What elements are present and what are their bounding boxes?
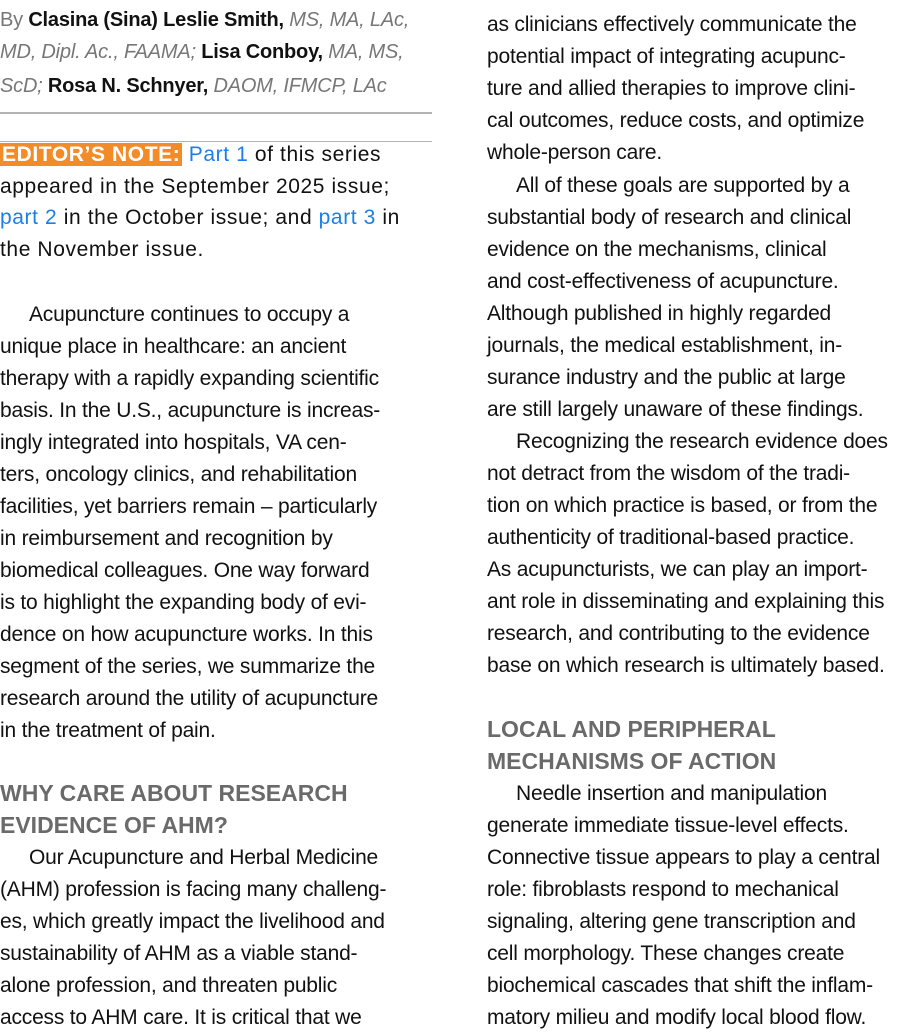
- text-line: ingly integrated into hospitals, VA cen-: [0, 431, 347, 454]
- text-line: ant role in disseminating and explaining…: [487, 590, 885, 613]
- editors-note-label: EDITOR’S NOTE:: [0, 143, 183, 166]
- text-line: (AHM) profession is facing many challeng…: [0, 878, 387, 901]
- text-line: ture and allied therapies to improve cli…: [487, 77, 856, 100]
- text-line: research around the utility of acupunctu…: [0, 687, 378, 710]
- author-credentials: MA, MS,: [328, 41, 404, 63]
- text-line: as clinicians effectively communicate th…: [487, 13, 857, 36]
- text-line: sustainability of AHM as a viable stand-: [0, 942, 358, 965]
- note-text: the November issue.: [0, 238, 204, 261]
- text-line: in the treatment of pain.: [0, 719, 216, 742]
- text-line: evidence on the mechanisms, clinical: [487, 238, 827, 261]
- text-line: es, which greatly impact the livelihood …: [0, 910, 385, 933]
- heading-line: EVIDENCE OF AHM?: [0, 812, 228, 838]
- author-credentials: ScD;: [0, 75, 43, 97]
- text-line: dence on how acupuncture works. In this: [0, 623, 373, 646]
- divider: [0, 141, 432, 142]
- text-line: basis. In the U.S., acupuncture is incre…: [0, 399, 381, 422]
- author-name: Rosa N. Schnyer,: [47, 75, 209, 97]
- text-line: biomedical colleagues. One way forward: [0, 559, 370, 582]
- heading-line: LOCAL AND PERIPHERAL: [487, 716, 776, 742]
- text-line: segment of the series, we summarize the: [0, 655, 376, 678]
- text-line: Although published in highly regarded: [487, 302, 832, 325]
- text-line: in reimbursement and recognition by: [0, 527, 333, 550]
- right-column: as clinicians effectively communicate th…: [487, 0, 918, 1035]
- text-line: tion on which practice is based, or from…: [487, 494, 878, 517]
- text-line: generate immediate tissue-level effects.: [487, 814, 849, 837]
- text-line: therapy with a rapidly expanding scienti…: [0, 367, 379, 390]
- text-line: Recognizing the research evidence does: [516, 430, 888, 453]
- author-credentials: DAOM, IFMCP, LAc: [213, 75, 387, 97]
- text-line: As acupuncturists, we can play an import…: [487, 558, 868, 581]
- text-line: All of these goals are supported by a: [516, 174, 850, 197]
- byline-by: By: [0, 9, 23, 31]
- text-line: Acupuncture continues to occupy a: [29, 303, 350, 326]
- part-3-link[interactable]: part 3: [318, 206, 376, 229]
- note-text: in the October issue; and: [57, 206, 319, 229]
- text-line: surance industry and the public at large: [487, 366, 846, 389]
- note-text: of this series: [248, 143, 382, 166]
- text-line: facilities, yet barriers remain – partic…: [0, 495, 378, 518]
- text-line: substantial body of research and clinica…: [487, 206, 852, 229]
- left-column: By Clasina (Sina) Leslie Smith, MS, MA, …: [0, 0, 432, 1035]
- text-line: biochemical cascades that shift the infl…: [487, 974, 873, 997]
- text-line: Connective tissue appears to play a cent…: [487, 846, 880, 869]
- heading-line: WHY CARE ABOUT RESEARCH: [0, 780, 348, 806]
- text-line: not detract from the wisdom of the tradi…: [487, 462, 850, 485]
- text-line: Needle insertion and manipulation: [516, 782, 827, 805]
- text-line: access to AHM care. It is critical that …: [0, 1006, 362, 1029]
- author-name: Lisa Conboy,: [201, 41, 323, 63]
- text-line: Our Acupuncture and Herbal Medicine: [29, 846, 379, 869]
- text-line: is to highlight the expanding body of ev…: [0, 591, 367, 614]
- heading-line: MECHANISMS OF ACTION: [487, 748, 777, 774]
- text-line: are still largely unaware of these findi…: [487, 398, 864, 421]
- text-line: signaling, altering gene transcription a…: [487, 910, 856, 933]
- text-line: role: fibroblasts respond to mechanical: [487, 878, 839, 901]
- text-line: research, and contributing to the eviden…: [487, 622, 870, 645]
- text-line: alone profession, and threaten public: [0, 974, 338, 997]
- part-1-link[interactable]: Part 1: [188, 143, 249, 166]
- note-text: appeared in the September 2025 issue;: [0, 175, 390, 198]
- author-credentials: MD, Dipl. Ac., FAAMA;: [0, 41, 196, 63]
- text-line: cell morphology. These changes create: [487, 942, 845, 965]
- text-line: matory milieu and modify local blood flo…: [487, 1006, 867, 1029]
- divider: [0, 112, 432, 114]
- text-line: journals, the medical establishment, in-: [487, 334, 843, 357]
- text-line: whole-person care.: [487, 141, 662, 164]
- text-line: potential impact of integrating acupunc-: [487, 45, 846, 68]
- part-2-link[interactable]: part 2: [0, 206, 58, 229]
- text-line: ters, oncology clinics, and rehabilitati…: [0, 463, 357, 486]
- text-line: unique place in healthcare: an ancient: [0, 335, 347, 358]
- author-name: Clasina (Sina) Leslie Smith,: [28, 9, 284, 31]
- author-credentials: MS, MA, LAc,: [289, 9, 410, 31]
- text-line: cal outcomes, reduce costs, and optimize: [487, 109, 865, 132]
- text-line: base on which research is ultimately bas…: [487, 654, 885, 677]
- text-line: and cost-effectiveness of acupuncture.: [487, 270, 839, 293]
- text-line: authenticity of traditional-based practi…: [487, 526, 855, 549]
- note-text: in: [375, 206, 400, 229]
